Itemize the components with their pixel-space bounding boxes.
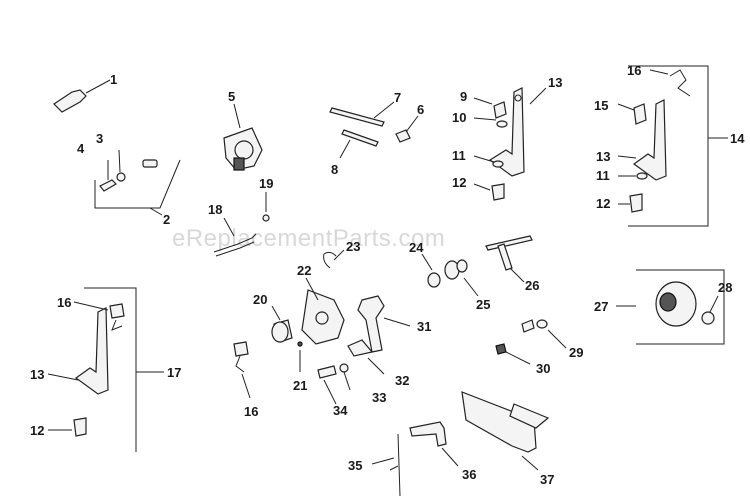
callout-26: 26: [525, 278, 539, 293]
callout-8: 8: [331, 162, 338, 177]
callout-16b: 16: [244, 404, 258, 419]
part-16-spring: [233, 341, 251, 399]
part-31-34: [317, 295, 411, 405]
callout-25: 25: [476, 297, 490, 312]
callout-16c: 16: [57, 295, 71, 310]
part-35-37: [371, 391, 550, 497]
callout-31: 31: [417, 319, 431, 334]
callout-28: 28: [718, 280, 732, 295]
callout-13b: 13: [596, 149, 610, 164]
callout-36: 36: [462, 467, 476, 482]
part-17-kit: [47, 287, 164, 452]
part-1-pin: [53, 79, 111, 113]
callout-21: 21: [293, 378, 307, 393]
part-14-kit: [617, 65, 728, 227]
part-13-bracket: [473, 87, 547, 201]
callout-5: 5: [228, 89, 235, 104]
callout-29: 29: [569, 345, 583, 360]
callout-30: 30: [536, 361, 550, 376]
part-5-assembly: [223, 103, 263, 171]
callout-12: 12: [452, 175, 466, 190]
callout-27: 27: [594, 299, 608, 314]
callout-23: 23: [346, 239, 360, 254]
callout-17: 17: [167, 365, 181, 380]
callout-37: 37: [540, 472, 554, 487]
callout-16: 16: [627, 63, 641, 78]
part-29-30: [495, 319, 567, 365]
callout-35: 35: [348, 458, 362, 473]
callout-9: 9: [460, 89, 467, 104]
callout-14: 14: [730, 131, 745, 146]
callout-10: 10: [452, 110, 466, 125]
callout-2: 2: [163, 212, 170, 227]
callout-18: 18: [208, 202, 222, 217]
part-22-23: [301, 249, 345, 345]
callout-15: 15: [594, 98, 608, 113]
part-24-26: [421, 235, 533, 297]
callout-1: 1: [110, 72, 117, 87]
part-2-kit: [94, 149, 181, 216]
callout-12c: 12: [30, 423, 44, 438]
callout-4: 4: [77, 141, 85, 156]
callout-19: 19: [259, 176, 273, 191]
callout-22: 22: [297, 263, 311, 278]
callout-34: 34: [333, 403, 348, 418]
callout-11b: 11: [596, 168, 610, 183]
callout-20: 20: [253, 292, 267, 307]
callout-labels: 1 2 3 4 5 6 7 8 9 10 11 12 13 14 15 16 1…: [30, 63, 745, 487]
callout-24: 24: [409, 240, 424, 255]
callout-7: 7: [394, 90, 401, 105]
callout-32: 32: [395, 373, 409, 388]
callout-33: 33: [372, 390, 386, 405]
callout-13c: 13: [30, 367, 44, 382]
watermark: eReplacementParts.com: [172, 225, 445, 252]
callout-11: 11: [452, 148, 466, 163]
callout-12b: 12: [596, 196, 610, 211]
callout-6: 6: [417, 102, 424, 117]
part-27-28: [616, 269, 725, 345]
callout-13: 13: [548, 75, 562, 90]
callout-3: 3: [96, 131, 103, 146]
part-20-21: [271, 305, 303, 372]
part-18-19: [213, 192, 270, 257]
part-7-8-rods: [329, 101, 419, 159]
